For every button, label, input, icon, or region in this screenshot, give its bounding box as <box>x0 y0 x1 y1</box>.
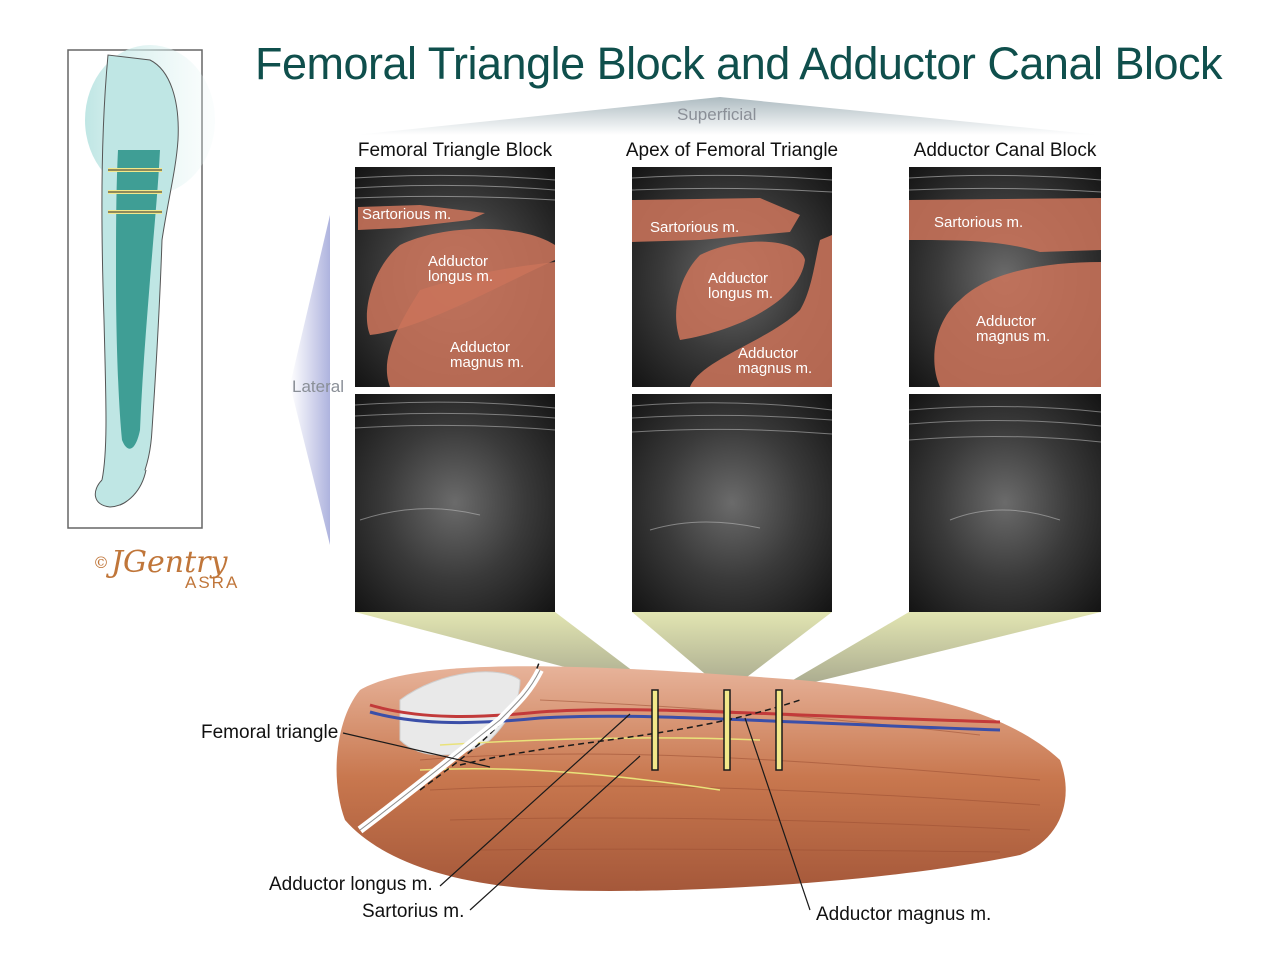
p2-label-adductor2: Adductor <box>738 345 798 362</box>
org-label: ASRA <box>185 573 240 592</box>
panel-title-apex: Apex of Femoral Triangle <box>625 140 839 161</box>
p3-label-magnus: magnus m. <box>976 328 1050 345</box>
p2-label-magnus: magnus m. <box>738 360 812 377</box>
lateral-wedge <box>290 215 330 545</box>
leg-thumbnail <box>67 45 215 529</box>
copyright-credit: © JGentry ASRA <box>93 545 237 592</box>
figure-title: Femoral Triangle Block and Adductor Cana… <box>255 38 1223 89</box>
lateral-label: Lateral <box>292 377 344 396</box>
superficial-label: Superficial <box>677 105 757 124</box>
p1-label-longus: longus m. <box>428 268 493 285</box>
us-labels: Sartorious m. Adductor longus m. Adducto… <box>362 206 1050 377</box>
probe-wedge-2 <box>632 612 832 690</box>
p1-label-sartorius: Sartorious m. <box>362 206 451 223</box>
us-panel-2-bottom <box>631 394 833 612</box>
p2-label-sartorius: Sartorious m. <box>650 219 739 236</box>
p2-label-adductor: Adductor <box>708 270 768 287</box>
us-panel-1-bottom <box>354 394 556 612</box>
p3-label-sartorius: Sartorious m. <box>934 214 1023 231</box>
callout-adductor-longus: Adductor longus m. <box>269 874 433 895</box>
callout-sartorius: Sartorius m. <box>362 901 465 922</box>
probe-wedge-3 <box>776 612 1101 690</box>
p2-label-longus: longus m. <box>708 285 773 302</box>
copyright-symbol: © <box>93 553 109 572</box>
callout-femoral-triangle: Femoral triangle <box>201 722 339 743</box>
leader-lines <box>342 713 811 911</box>
p3-label-adductor: Adductor <box>976 313 1036 330</box>
probes <box>651 689 783 771</box>
us-panel-1-top <box>354 167 556 387</box>
p1-label-adductor2: Adductor <box>450 339 510 356</box>
panel-title-adductor-canal-block: Adductor Canal Block <box>913 140 1097 161</box>
callout-adductor-magnus: Adductor magnus m. <box>816 904 992 925</box>
p1-label-adductor: Adductor <box>428 253 488 270</box>
artist-signature: JGentry <box>111 545 228 580</box>
superficial-wedge <box>355 97 1100 135</box>
us-panel-3-top <box>908 167 1102 387</box>
us-panel-2-top <box>631 167 833 387</box>
thigh-anatomy <box>336 659 1066 891</box>
panel-title-femoral-triangle-block: Femoral Triangle Block <box>357 140 553 161</box>
us-panel-3-bottom <box>908 394 1102 612</box>
p1-label-magnus: magnus m. <box>450 354 524 371</box>
